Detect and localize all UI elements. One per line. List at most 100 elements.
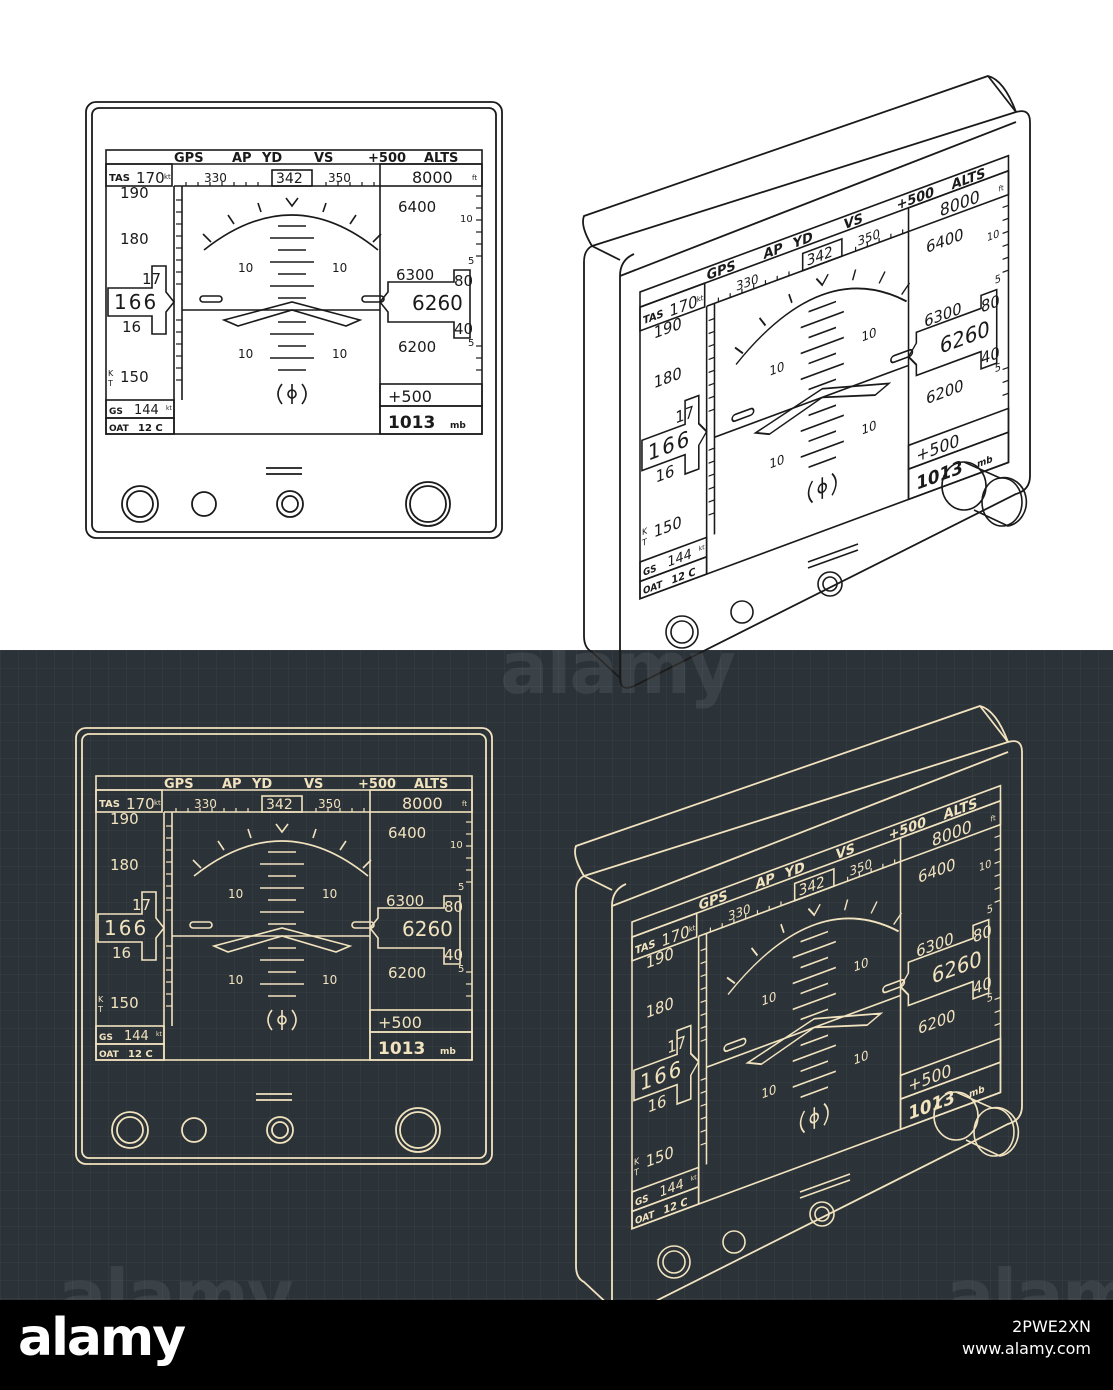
alt-roll-80: 80 [454, 272, 473, 290]
alt-6200: 6200 [926, 375, 963, 408]
oat-label: OAT [109, 424, 130, 434]
speed-unit-k: K [634, 1156, 640, 1168]
annunciator-ap: AP [222, 777, 242, 792]
baro-value: 1013 [378, 1039, 425, 1059]
speed-unit-k: K [108, 369, 114, 378]
annunciator-yd: YD [261, 151, 282, 166]
annunciator-vs: VS [314, 151, 333, 166]
speed-180: 180 [110, 856, 139, 874]
pitch-down-right: 10 [861, 418, 876, 439]
annunciator-alt-offset: +500 [358, 777, 396, 792]
alt-6400: 6400 [918, 854, 955, 887]
speed-150: 150 [646, 1142, 674, 1172]
pitch-up-right: 10 [322, 887, 337, 901]
alt-current: 6260 [402, 917, 453, 941]
alt-roll-40: 40 [444, 946, 463, 964]
speed-150: 150 [654, 512, 682, 542]
pitch-down-right: 10 [853, 1048, 868, 1069]
oat-value: 12 C [128, 1049, 153, 1060]
annunciator-gps: GPS [164, 777, 194, 792]
tas-unit: kt [164, 173, 171, 181]
tas-unit: kt [689, 923, 696, 935]
gs-label: GS [635, 1193, 649, 1209]
annunciator-yd: YD [251, 777, 272, 792]
baro-unit: mb [450, 421, 466, 431]
alt-6300: 6300 [916, 928, 953, 961]
speed-160: 16 [112, 944, 131, 962]
footer-bar: alamy 2PWE2XN www.alamy.com [0, 1300, 1113, 1390]
speed-170: 17 [675, 402, 694, 428]
baro-value: 1013 [388, 413, 435, 433]
alt-selected-unit: ft [991, 813, 996, 824]
heading-current: 342 [266, 797, 293, 813]
alt-selected-unit: ft [999, 183, 1004, 194]
heading-current: 342 [799, 872, 825, 900]
tas-value: 170 [136, 169, 165, 187]
heading-right: 350 [328, 171, 351, 185]
alt-selected: 8000 [412, 168, 453, 187]
pitch-up-left: 10 [769, 359, 784, 380]
gs-value: 144 [124, 1029, 149, 1044]
speed-unit-t: T [107, 379, 113, 388]
gs-unit: kt [156, 1031, 162, 1038]
annunciator-vs: VS [836, 840, 855, 863]
oat-label: OAT [99, 1050, 120, 1060]
gs-unit: kt [691, 1173, 697, 1183]
speed-160: 16 [648, 1091, 667, 1117]
alt-selected: 8000 [932, 817, 972, 852]
footer-info: 2PWE2XN www.alamy.com [962, 1316, 1091, 1360]
annunciator-row: GPS AP YD VS +500 ALTS [174, 151, 458, 166]
vsi-down-5: 5 [468, 338, 474, 349]
pitch-down-left: 10 [769, 452, 784, 473]
annunciator-yd: YD [784, 859, 805, 883]
vsi-up-10: 10 [979, 857, 992, 875]
speed-150: 150 [120, 368, 149, 386]
alt-selected-unit: ft [472, 174, 477, 182]
speed-190: 190 [110, 810, 139, 828]
speed-unit-t: T [97, 1005, 103, 1014]
speed-170: 17 [142, 270, 161, 288]
light-perspective-instrument [582, 75, 1031, 689]
gs-label: GS [99, 1033, 113, 1043]
vertical-speed: +500 [378, 1013, 422, 1032]
footer-logo: alamy [18, 1308, 186, 1368]
baro-unit: mb [969, 1084, 985, 1101]
dark-front-screen-text: GPS AP YD VS +500 ALTS TAS 170 kt 330 34… [97, 777, 467, 1060]
speed-unit-t: T [633, 1167, 639, 1180]
alt-6300: 6300 [386, 892, 424, 910]
annunciator-vs: VS [844, 210, 863, 233]
alt-roll-80: 80 [981, 291, 1000, 317]
heading-left: 330 [204, 171, 227, 185]
light-front-screen-text: GPS AP YD VS +500 ALTS TAS 170 kt 330 34… [107, 151, 477, 434]
alt-selected: 8000 [402, 794, 443, 813]
tas-unit: kt [154, 799, 161, 807]
watermark-top: alamy [500, 626, 736, 710]
speed-160: 16 [656, 461, 675, 487]
alt-roll-80: 80 [444, 898, 463, 916]
alt-6200: 6200 [388, 964, 426, 982]
vertical-speed: +500 [388, 387, 432, 406]
vsi-up-10: 10 [460, 214, 473, 225]
gs-unit: kt [166, 405, 172, 412]
gs-label: GS [643, 563, 657, 579]
speed-current: 166 [114, 290, 158, 314]
annunciator-alt-offset: +500 [897, 184, 934, 214]
vsi-down-5: 5 [987, 990, 993, 1006]
alt-roll-80: 80 [973, 921, 992, 947]
annunciator-vs: VS [304, 777, 323, 792]
instrument-drawings: GPS AP YD VS +500 ALTS TAS 170 kt 330 34… [75, 75, 1031, 1300]
pitch-up-left: 10 [238, 261, 253, 275]
speed-170: 17 [132, 896, 151, 914]
tas-unit: kt [697, 293, 704, 305]
speed-current: 166 [104, 916, 148, 940]
tas-label: TAS [109, 173, 130, 184]
pitch-up-left: 10 [761, 989, 776, 1010]
annunciator-alts: ALTS [952, 165, 986, 194]
heading-right: 350 [318, 797, 341, 811]
oat-value: 12 C [138, 423, 163, 434]
alt-6300: 6300 [924, 298, 961, 331]
annunciator-ap: AP [763, 240, 782, 263]
annunciator-alts: ALTS [414, 777, 448, 792]
speed-150: 150 [110, 994, 139, 1012]
annunciator-alts: ALTS [424, 151, 458, 166]
